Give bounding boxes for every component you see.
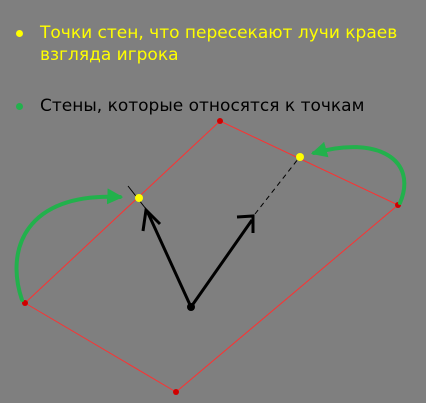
- walls: [24, 120, 399, 393]
- legend-item-related-walls: Стены, которые относятся к точкам: [16, 95, 364, 117]
- intersection-point-left: [135, 194, 143, 202]
- left-ray: [146, 212, 193, 308]
- green-dot-icon: [16, 103, 23, 110]
- legend-text-intersection-points: Точки стен, что пересекают лучи краев вз…: [40, 23, 398, 65]
- wall-top-left: [24, 120, 221, 304]
- wall-corners: [22, 118, 401, 395]
- corner-point-left: [22, 300, 28, 306]
- view-rays: [127, 153, 303, 311]
- right-ray-extension: [254, 153, 303, 215]
- wall-top-right: [219, 120, 399, 206]
- intersection-point-right: [296, 153, 304, 161]
- legend-text-related-walls: Стены, которые относятся к точкам: [40, 96, 365, 116]
- player-point: [187, 303, 195, 311]
- wall-bottom-left: [24, 302, 177, 393]
- legend-item-intersection-points: Точки стен, что пересекают лучи краев вз…: [16, 22, 426, 66]
- green-arrow-right: [310, 141, 407, 205]
- right-ray-arrowhead: [236, 214, 255, 233]
- corner-point-bottom: [173, 389, 179, 395]
- right-ray: [189, 219, 254, 308]
- left-ray-arrowhead: [141, 206, 162, 232]
- green-arrow-left: [14, 188, 124, 302]
- yellow-dot-icon: [16, 30, 23, 37]
- corner-point-top: [217, 118, 223, 124]
- wall-bottom-right: [175, 204, 399, 393]
